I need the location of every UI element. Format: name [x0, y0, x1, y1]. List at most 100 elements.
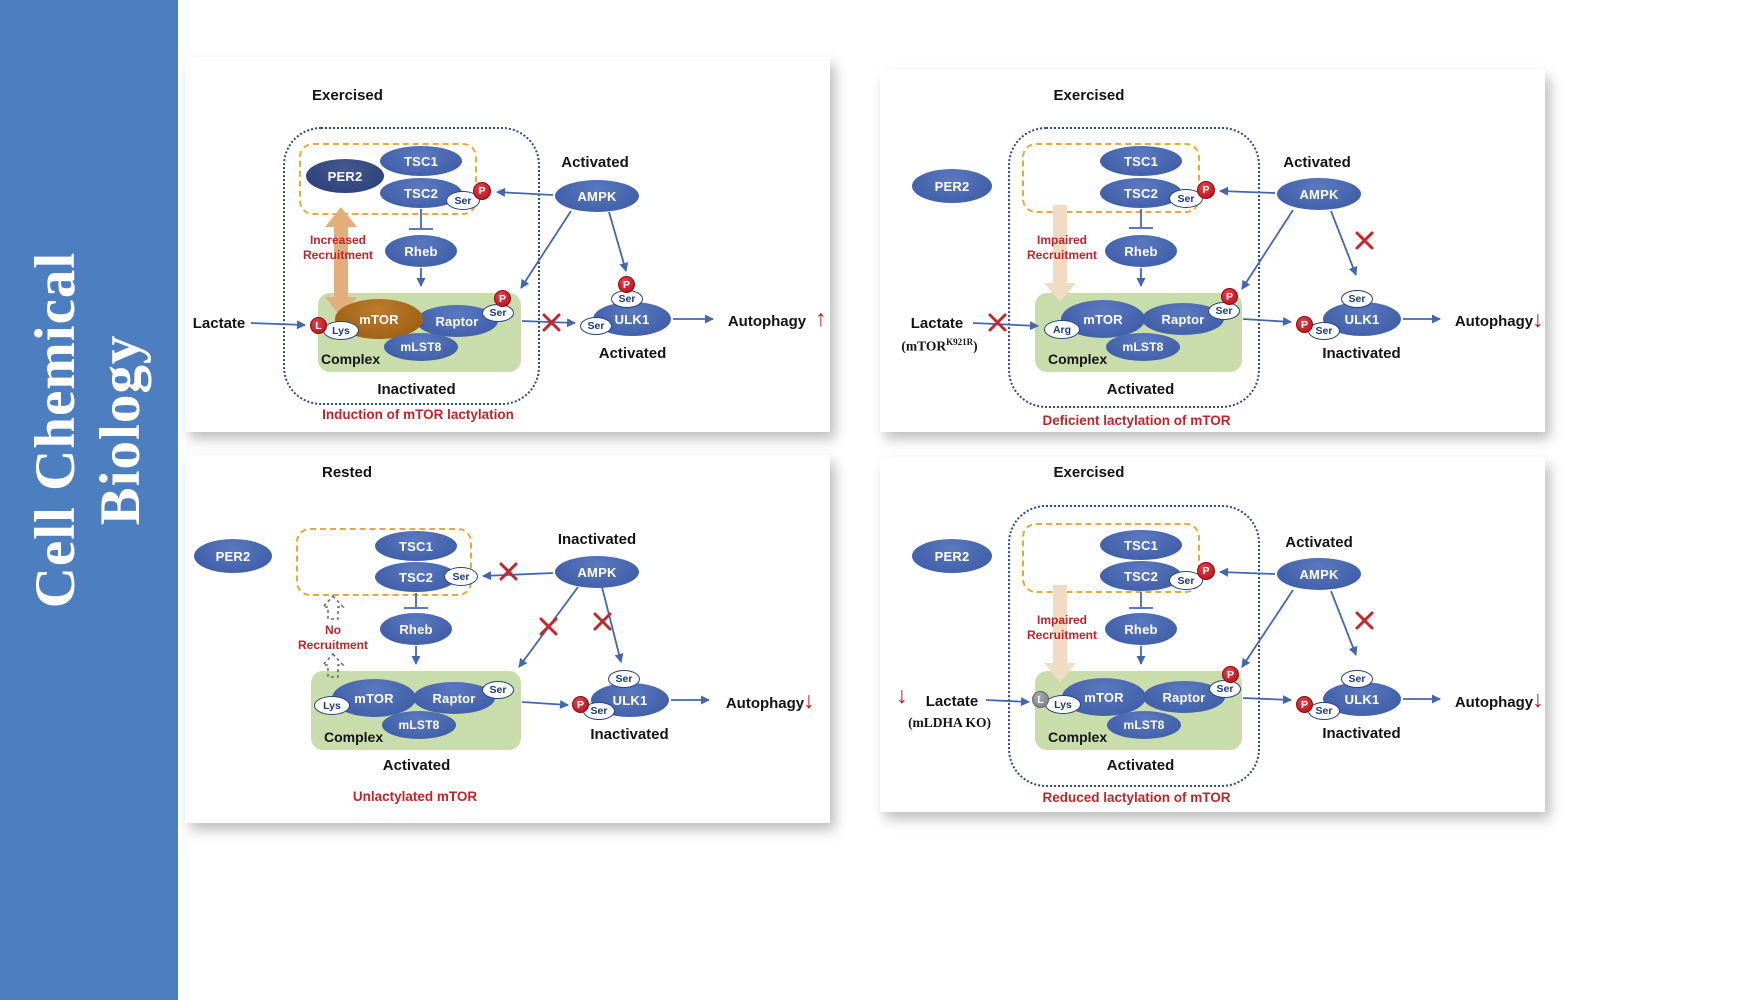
pathway-wires: [250, 187, 714, 332]
complex-status-label: Inactivated: [377, 381, 456, 398]
blocked-x-icon: [539, 617, 558, 636]
raptor-ser-badge: Ser: [1209, 680, 1241, 698]
panel-3-rested: Rested PER2 TSC1 TSC2 Ser Inactivated AM…: [185, 455, 830, 823]
complex-to-ulk1-arrow: [521, 318, 576, 328]
lys-residue-badge: Lys: [323, 321, 359, 340]
ampk-to-ulk1-arrow: [1330, 590, 1358, 656]
blocked-x-icon: [988, 313, 1007, 332]
tsc2-node: TSC2: [1100, 561, 1182, 591]
ampk-to-tsc2-arrow: [1219, 186, 1276, 196]
ulk1-left-ser-badge: Ser: [1308, 322, 1340, 340]
ampk-to-complex-arrow: [520, 210, 572, 289]
ampk-status-label: Activated: [1283, 154, 1351, 171]
tsc2-phospho-badge: P: [1197, 181, 1215, 199]
ampk-node: AMPK: [1277, 178, 1361, 210]
recruitment-arrow-icon: [1044, 205, 1076, 302]
panel-title: Exercised: [1053, 464, 1125, 481]
per2-tsc-frame: [299, 143, 477, 215]
mlst8-node: mLST8: [1107, 711, 1181, 739]
ampk-status-label: Inactivated: [557, 531, 637, 548]
rheb-node: Rheb: [1105, 235, 1177, 267]
mlst8-node: mLST8: [1106, 333, 1180, 361]
autophagy-label: Autophagy: [1454, 313, 1534, 330]
tsc2-phospho-badge: P: [1197, 562, 1215, 580]
ampk-to-tsc2-arrow: [496, 187, 554, 197]
recruitment-label: Impaired Recruitment: [1026, 233, 1097, 262]
journal-title-line1: Cell Chemical: [24, 251, 88, 609]
per2-tsc-frame: [296, 528, 472, 596]
ampk-to-complex-arrow: [1241, 209, 1294, 290]
per2-tsc-frame: [1022, 523, 1200, 593]
blocked-x-icon: [1355, 611, 1374, 630]
raptor-ser-badge: Ser: [482, 304, 514, 322]
ampk-node: AMPK: [555, 556, 639, 588]
lactate-down-icon: ↓: [896, 682, 908, 708]
rheb-node: Rheb: [385, 235, 457, 267]
tsc2-node: TSC2: [375, 562, 457, 592]
tsc2-node: TSC2: [1100, 178, 1182, 208]
autophagy-label: Autophagy: [727, 313, 807, 330]
complex-to-ulk1-arrow: [1242, 695, 1292, 705]
ulk1-top-ser-badge: Ser: [608, 670, 640, 688]
ulk1-left-ser-badge: Ser: [580, 317, 612, 335]
autophagy-down-icon: ↓: [803, 687, 815, 713]
panel-title: Rested: [321, 464, 373, 481]
journal-title: Cell Chemical Biology: [24, 20, 154, 840]
complex-label: Complex: [1048, 351, 1108, 367]
ulk1-left-phospho-badge: P: [1296, 316, 1313, 333]
complex-to-ulk1-arrow: [1242, 317, 1292, 326]
pathway-frame: [1008, 127, 1260, 408]
ampk-to-ulk1-arrow: [1330, 210, 1358, 276]
per2-node: PER2: [194, 539, 272, 573]
panel-1-exercised-induction: Exercised PER2 TSC1 TSC2 Ser P Activated…: [185, 57, 830, 432]
signal-arrows: [985, 567, 1441, 707]
raptor-phospho-badge: P: [1222, 666, 1239, 683]
signal-arrows: [972, 186, 1441, 331]
tsc2-phospho-badge: P: [473, 182, 491, 200]
pathway-frame: [1008, 505, 1260, 787]
ampk-to-tsc2-arrow: [482, 571, 554, 581]
tsc2-ser-badge: Ser: [446, 191, 480, 210]
lactate-label: Lactate: [192, 315, 246, 332]
complex-label: Complex: [321, 351, 381, 367]
complex-status-label: Activated: [1106, 381, 1175, 398]
rheb-node: Rheb: [380, 613, 452, 645]
lactate-to-complex-arrow: [972, 321, 1039, 331]
pathway-wires: [321, 562, 710, 709]
panel-4-exercised-ldha-ko: Exercised PER2 TSC1 TSC2 Ser P Activated…: [880, 458, 1545, 812]
panel-caption: Induction of mTOR lactylation: [322, 407, 514, 422]
weak-recruitment-arrow-icons: [321, 594, 345, 678]
signal-arrows: [250, 187, 714, 330]
ampk-to-ulk1-arrow: [608, 211, 629, 272]
recruitment-label: Increased Recruitment: [302, 233, 373, 262]
lactyl-badge: L: [310, 317, 327, 334]
panel-2-exercised-k921r: Exercised PER2 TSC1 TSC2 Ser P Activated…: [880, 70, 1545, 432]
genotype-label: (mLDHA KO): [908, 715, 991, 730]
tsc1-node: TSC1: [1100, 530, 1182, 560]
pathway-wires: [985, 567, 1441, 707]
lactate-to-complex-arrow: [250, 320, 306, 330]
ulk1-top-ser-badge: Ser: [1341, 290, 1373, 308]
ulk1-status-label: Activated: [598, 345, 667, 362]
ampk-status-label: Activated: [561, 154, 629, 171]
ampk-node: AMPK: [1277, 558, 1361, 590]
pathway-frame: [283, 127, 540, 405]
recruitment-label: Impaired Recruitment: [1026, 613, 1097, 642]
per2-tsc-frame: [1022, 143, 1200, 213]
tsc1-node: TSC1: [375, 531, 457, 561]
tsc1-node: TSC1: [1100, 146, 1182, 176]
autophagy-down-icon: ↓: [1532, 306, 1544, 332]
complex-to-ulk1-arrow: [521, 699, 569, 709]
ampk-to-ulk1-arrow: [601, 586, 624, 663]
lactate-label: Lactate: [910, 315, 964, 332]
mlst8-node: mLST8: [384, 333, 458, 361]
recruitment-arrow-icon: [325, 207, 357, 317]
mutant-label: (mTORK921R): [901, 337, 978, 354]
blocked-x-icon: [1355, 231, 1374, 250]
ulk1-status-label: Inactivated: [590, 726, 669, 743]
panel-title: Exercised: [1053, 87, 1125, 104]
rheb-node: Rheb: [1105, 613, 1177, 645]
lys-residue-badge: Lys: [314, 696, 350, 715]
ulk1-status-label: Inactivated: [1322, 725, 1401, 742]
blocked-x-icon: [499, 562, 518, 581]
